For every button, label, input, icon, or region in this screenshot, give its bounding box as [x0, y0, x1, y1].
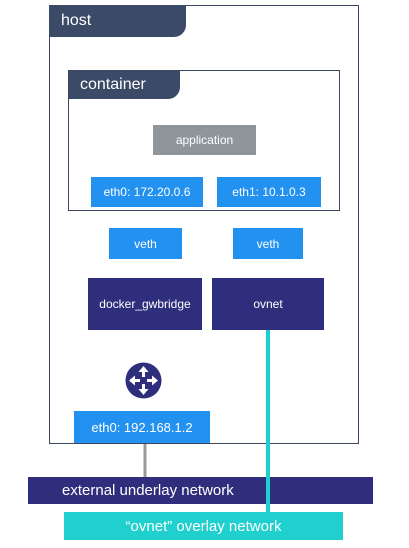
- container-eth0-interface: eth0: 172.20.0.6: [91, 177, 203, 207]
- docker-gwbridge-box: docker_gwbridge: [88, 278, 202, 330]
- host-label: host: [49, 5, 186, 37]
- ovnet-overlay-network-bar: “ovnet” overlay network: [64, 512, 343, 540]
- external-underlay-network-bar: external underlay network: [28, 477, 373, 504]
- application-box: application: [153, 125, 256, 155]
- veth-right: veth: [233, 228, 303, 259]
- host-eth0-interface: eth0: 192.168.1.2: [74, 411, 210, 443]
- ovnet-box: ovnet: [212, 278, 324, 330]
- container-label: container: [68, 70, 180, 99]
- container-eth1-interface: eth1: 10.1.0.3: [217, 177, 321, 207]
- router-icon: [125, 362, 162, 399]
- veth-left: veth: [109, 228, 182, 259]
